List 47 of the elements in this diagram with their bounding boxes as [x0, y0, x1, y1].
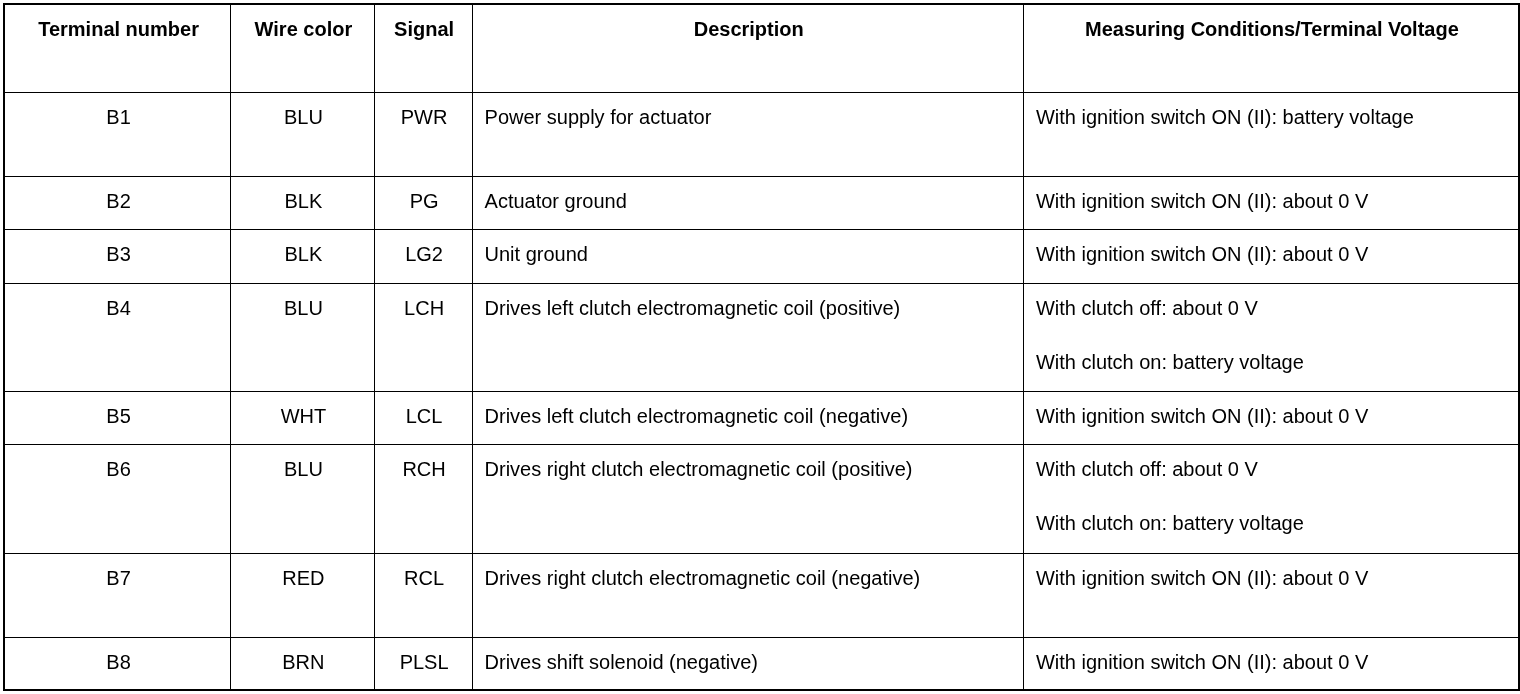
voltage-condition: With clutch off: about 0 V	[1035, 295, 1258, 321]
signal-name: RCH	[402, 456, 446, 482]
voltage-condition: With ignition switch ON (II): about 0 V	[1035, 649, 1369, 675]
voltage-condition: With ignition switch ON (II): battery voltage	[1035, 104, 1414, 130]
voltage-condition: With clutch on: battery voltage	[1035, 510, 1305, 536]
wire-color: BLU	[283, 104, 323, 130]
signal-name: LCH	[404, 295, 445, 321]
terminal-number: B4	[106, 295, 131, 321]
terminal-number: B7	[106, 565, 131, 591]
column-header: Terminal number	[38, 17, 199, 42]
description-text: Power supply for actuator	[484, 104, 712, 130]
voltage-condition: With clutch off: about 0 V	[1035, 456, 1258, 482]
description-text: Drives left clutch electromagnetic coil (positive)	[484, 295, 901, 321]
signal-name: PWR	[400, 104, 448, 130]
signal-name: RCL	[404, 565, 445, 591]
wire-color: BLU	[283, 456, 323, 482]
column-header: Wire color	[254, 17, 353, 42]
signal-name: LG2	[405, 241, 443, 267]
signal-name: LCL	[405, 403, 443, 429]
column-header: Measuring Conditions/Terminal Voltage	[1085, 17, 1459, 42]
description-text: Unit ground	[484, 241, 588, 267]
wire-color: RED	[282, 565, 325, 591]
voltage-condition: With ignition switch ON (II): about 0 V	[1035, 403, 1369, 429]
description-text: Drives left clutch electromagnetic coil (negative)	[484, 403, 909, 429]
wire-color: WHT	[280, 403, 327, 429]
voltage-condition: With clutch on: battery voltage	[1035, 349, 1305, 375]
terminal-number: B5	[106, 403, 131, 429]
wire-color: BLU	[283, 295, 323, 321]
wire-color: BLK	[284, 241, 323, 267]
voltage-condition: With ignition switch ON (II): about 0 V	[1035, 565, 1369, 591]
description-text: Drives shift solenoid (negative)	[484, 649, 758, 675]
signal-name: PLSL	[399, 649, 449, 675]
description-text: Actuator ground	[484, 188, 627, 214]
column-header: Signal	[394, 17, 455, 42]
terminal-number: B6	[106, 456, 131, 482]
terminal-number: B8	[106, 649, 131, 675]
description-text: Drives right clutch electromagnetic coil (positive)	[484, 456, 913, 482]
wire-color: BRN	[282, 649, 325, 675]
voltage-condition: With ignition switch ON (II): about 0 V	[1035, 241, 1369, 267]
wire-color: BLK	[284, 188, 323, 214]
signal-name: PG	[409, 188, 439, 214]
column-header: Description	[693, 17, 804, 42]
terminal-number: B1	[106, 104, 131, 130]
voltage-condition: With ignition switch ON (II): about 0 V	[1035, 188, 1369, 214]
terminal-number: B2	[106, 188, 131, 214]
description-text: Drives right clutch electromagnetic coil (negative)	[484, 565, 921, 591]
terminal-number: B3	[106, 241, 131, 267]
